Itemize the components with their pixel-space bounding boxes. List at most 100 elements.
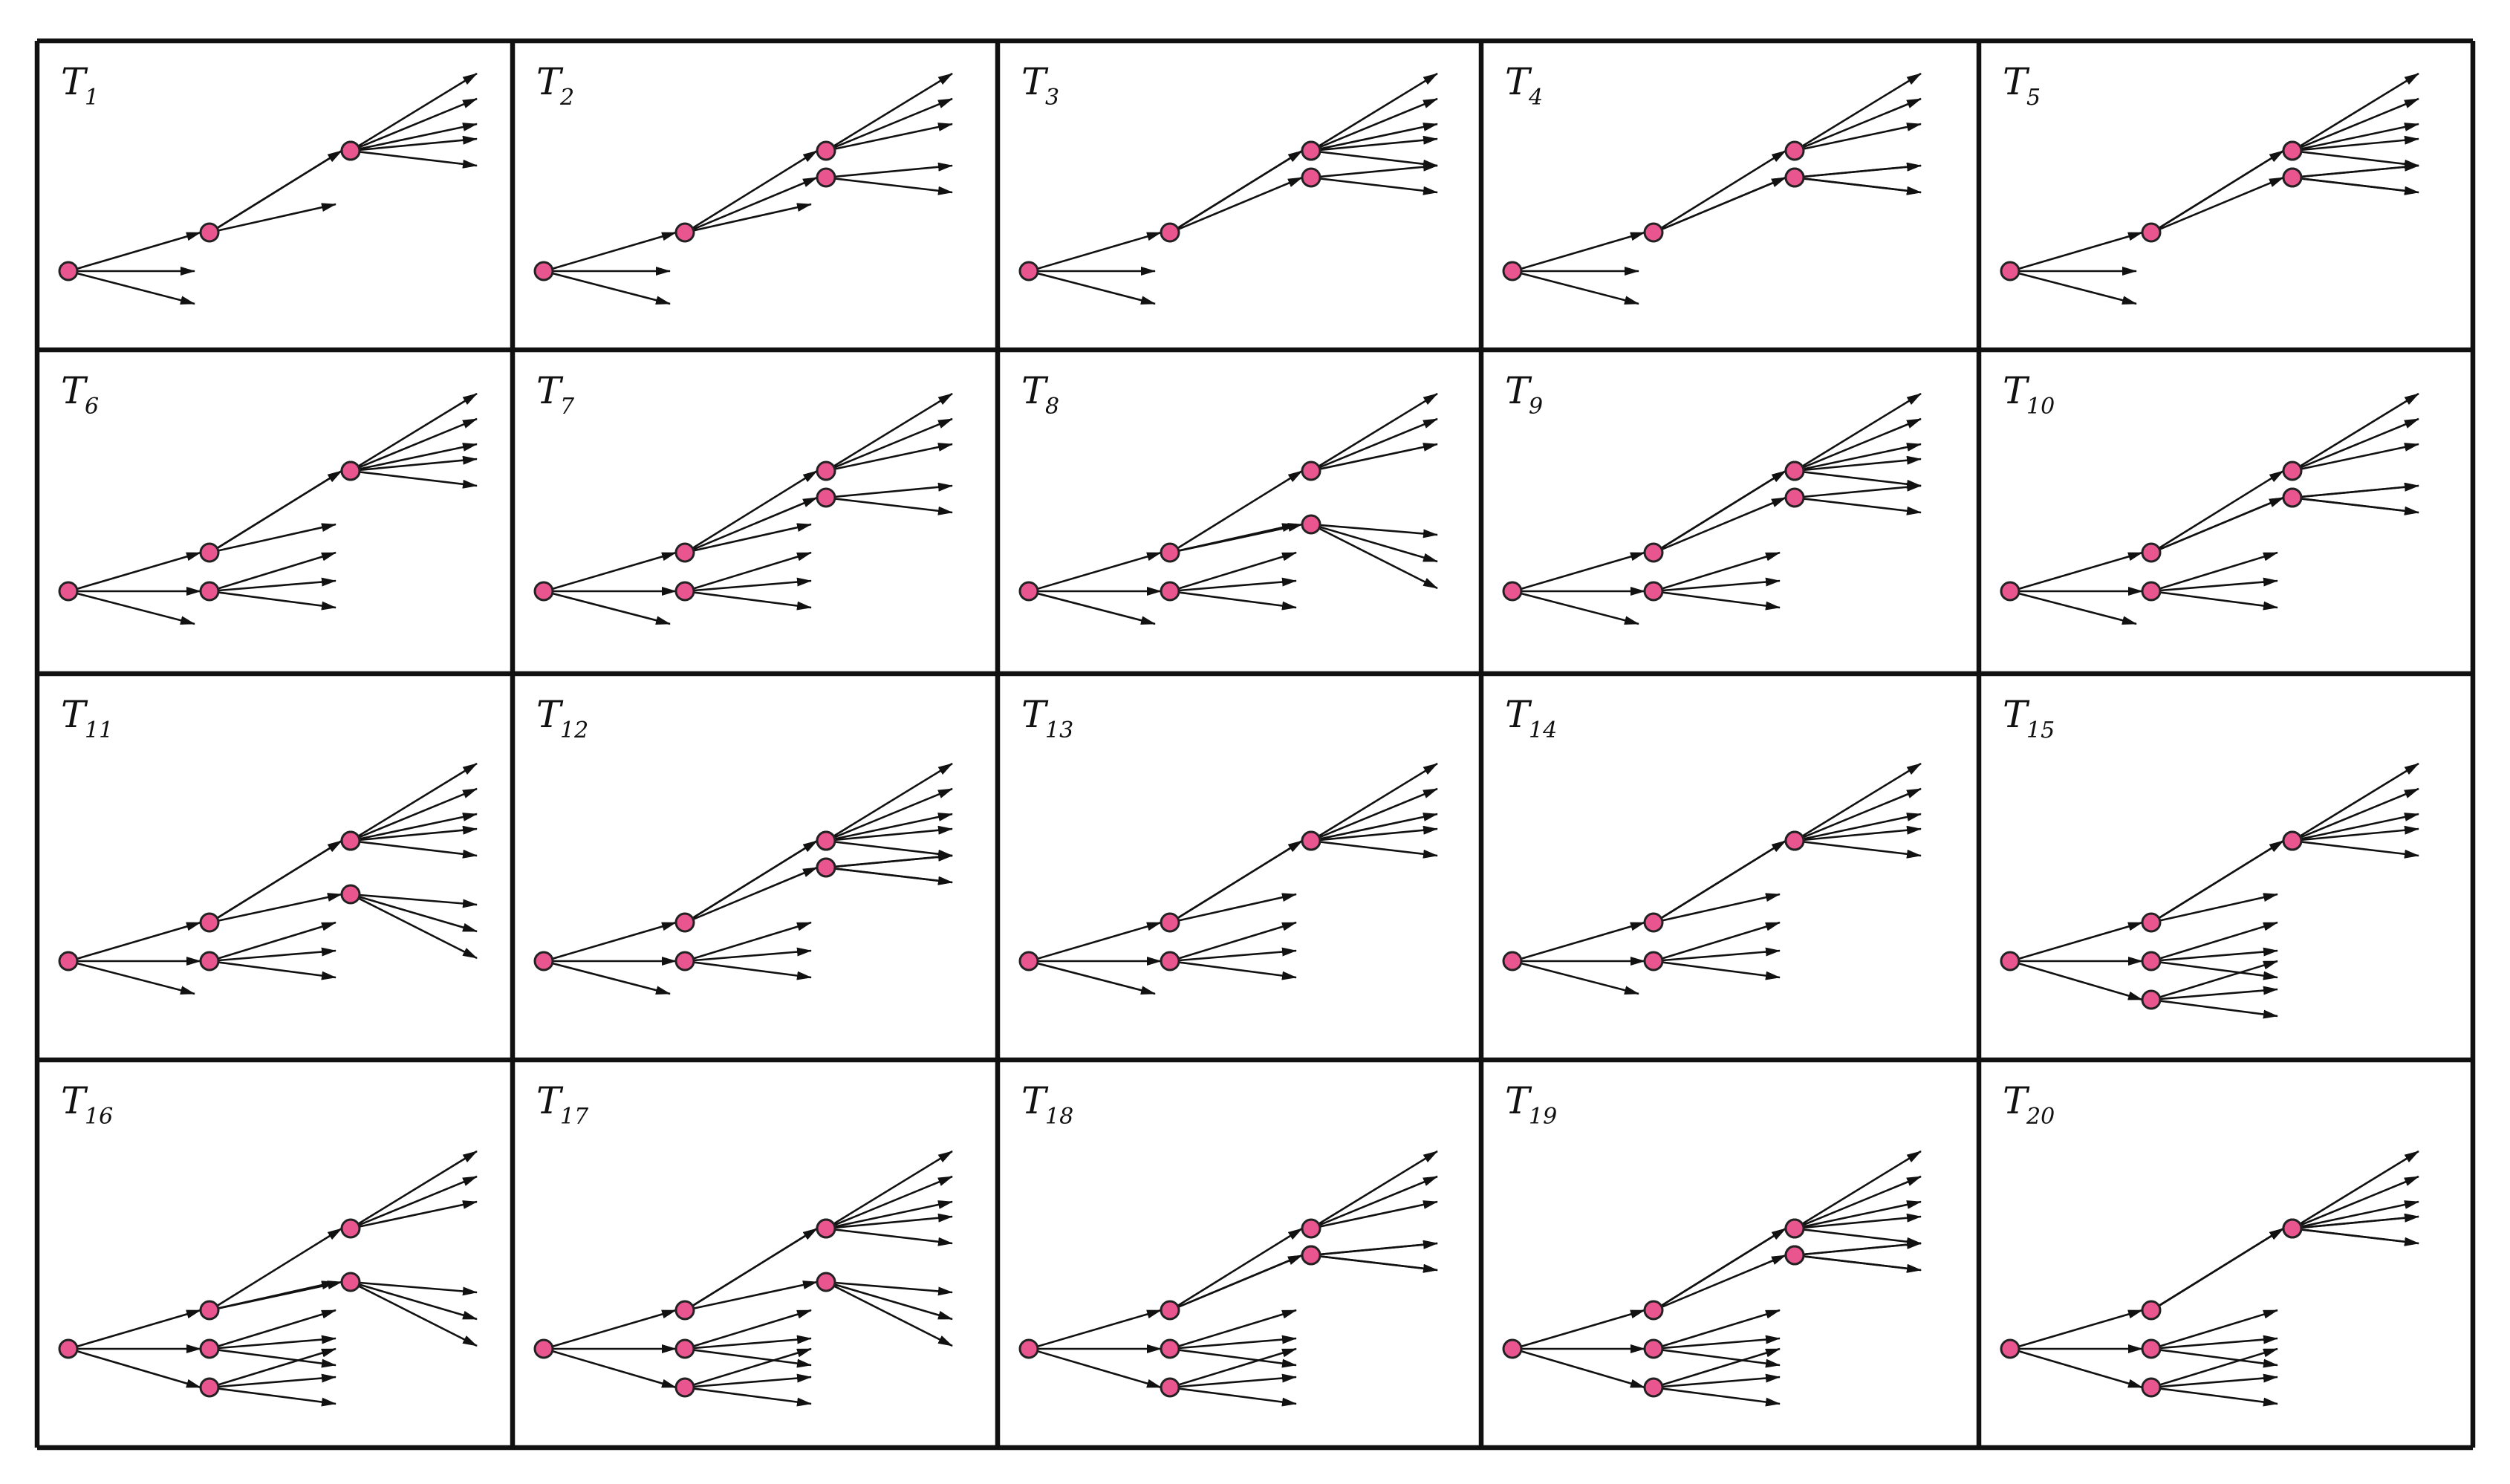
tree-node [1160, 222, 1180, 243]
tree-edge-arrow [2299, 1150, 2419, 1225]
tree-edge-arrow [1319, 1255, 1438, 1273]
tree-edge-arrow [216, 839, 342, 920]
tree-node [199, 1300, 220, 1321]
tree-edge-arrow [2301, 1228, 2419, 1246]
tree-edge-arrow [2158, 469, 2284, 550]
tree-edge-arrow [693, 551, 812, 590]
tree-label-index: 6 [85, 394, 99, 420]
tree-edge-arrow [1662, 1373, 1781, 1388]
tree-node [816, 487, 836, 508]
tree-node [2282, 830, 2303, 851]
tree-edge-arrow [218, 523, 336, 552]
tree-node [1502, 261, 1523, 281]
tree-edge-arrow [359, 896, 478, 933]
tree-edge-arrow [359, 135, 478, 152]
tree-node [1502, 951, 1523, 972]
tree-edge-arrow [1660, 1227, 1786, 1307]
tree-edge-arrow [693, 961, 812, 980]
tree-edge-arrow [216, 469, 342, 550]
tree-edge-arrow [1521, 592, 1639, 625]
tree-edge-arrow [1802, 1175, 1922, 1226]
tree-edge-arrow [358, 1175, 478, 1226]
tree-panel: T2 [533, 60, 953, 305]
tree-edge-arrow [2159, 1373, 2278, 1388]
tree-edge-arrow [77, 592, 195, 625]
tree-edge-arrow [692, 176, 818, 230]
tree-edge-arrow [693, 591, 812, 611]
tree-edge-arrow [1803, 498, 1922, 515]
tree-edge-arrow [2018, 231, 2143, 270]
tree-edge-arrow [359, 151, 478, 169]
tree-edge-arrow [834, 1281, 953, 1296]
tree-edge-arrow [2300, 97, 2419, 149]
tree-node [199, 912, 220, 933]
tree-edge-arrow [2301, 443, 2419, 470]
tree-edge-arrow [357, 72, 478, 147]
tree-edge-arrow [1319, 1200, 1438, 1228]
tree-edge-arrow [359, 825, 478, 842]
tree-edge-arrow [77, 272, 195, 305]
tree-edge-arrow [2301, 813, 2419, 840]
tree-edge-arrow [77, 231, 201, 270]
tree-node [816, 140, 836, 161]
tree-edge-arrow [218, 551, 336, 590]
tree-edge-arrow [1662, 893, 1781, 922]
tree-node [199, 581, 220, 602]
tree-node [2141, 1377, 2162, 1398]
tree-edge-arrow [1662, 1349, 1781, 1368]
tree-edge-arrow [2158, 149, 2284, 230]
tree-edge-arrow [1177, 176, 1303, 230]
tree-node [340, 1272, 361, 1292]
tree-edge-arrow [2301, 151, 2419, 169]
tree-edge-arrow [357, 762, 478, 837]
tree-edge-arrow [2158, 839, 2284, 920]
tree-edge-arrow [1803, 471, 1922, 489]
tree-edge-arrow [357, 1150, 478, 1225]
tree-edge-arrow [693, 1280, 818, 1309]
tree-edge-arrow [2300, 1175, 2419, 1226]
tree-edge-arrow [1801, 72, 1922, 147]
tree-edge-arrow [77, 551, 201, 590]
tree-node [340, 830, 361, 851]
tree-label: T [536, 1079, 564, 1122]
tree-label: T [1021, 60, 1049, 103]
tree-node [2141, 222, 2162, 243]
tree-label: T [536, 369, 564, 412]
tree-edge-arrow [833, 97, 953, 149]
tree-edge-arrow [833, 1175, 953, 1226]
tree-edge-arrow [834, 1213, 953, 1229]
tree-edge-arrow [1319, 813, 1438, 840]
tree-edge-arrow [359, 455, 478, 472]
tree-edge-arrow [1319, 825, 1438, 842]
tree-edge-arrow [2159, 986, 2278, 1000]
tree-edge-arrow [552, 551, 677, 590]
tree-node [1784, 830, 1805, 851]
tree-edge-arrow [77, 1350, 201, 1389]
tree-label-index: 5 [2026, 85, 2041, 111]
tree-panel: T10 [2000, 369, 2419, 625]
tree-edge-arrow [1803, 825, 1922, 842]
tree-edge-arrow [693, 947, 812, 962]
tree-node [199, 542, 220, 563]
tree-edge-arrow [1661, 496, 1786, 550]
tree-edge-arrow [2018, 272, 2137, 305]
tree-edge-arrow [1662, 1335, 1781, 1350]
tree-node [58, 261, 79, 281]
tree-edge-arrow [218, 203, 336, 232]
tree-edge-arrow [692, 496, 818, 550]
tree-edge-arrow [1319, 527, 1438, 590]
tree-edge-arrow [2159, 960, 2278, 998]
tree-edge-arrow [552, 272, 671, 305]
tree-edge-arrow [1803, 1213, 1922, 1229]
tree-edge-arrow [2158, 1227, 2284, 1307]
tree-node [1784, 461, 1805, 481]
tree-label-index: 13 [1045, 717, 1073, 743]
tree-panel: T7 [533, 369, 953, 625]
tree-node [1018, 581, 1039, 602]
tree-node [1784, 167, 1805, 188]
tree-edge-arrow [552, 592, 671, 625]
tree-node [1643, 581, 1664, 602]
tree-edge-arrow [1178, 921, 1297, 960]
tree-edge-arrow [216, 149, 342, 230]
tree-edge-arrow [693, 203, 812, 232]
